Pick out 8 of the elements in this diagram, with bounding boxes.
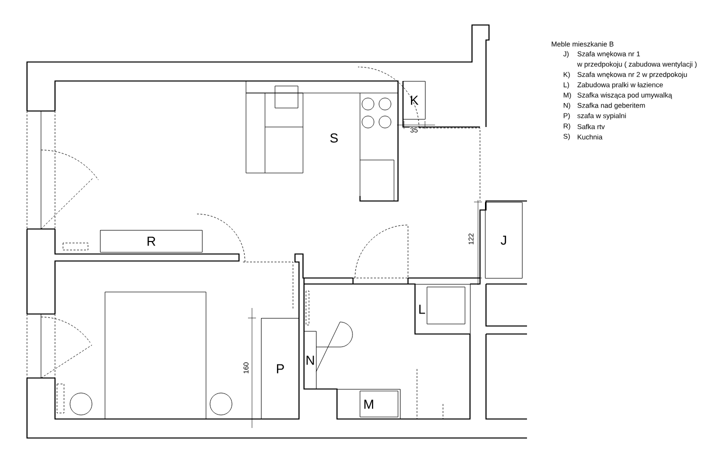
cabinet-box: R: [100, 230, 202, 252]
cabinet-box: P: [261, 318, 300, 420]
cabinet-box: J: [485, 202, 522, 278]
room-letter: S: [330, 133, 338, 143]
cabinet-box: K: [403, 81, 426, 120]
cabinet-box: L: [415, 284, 470, 334]
cabinet-box: N: [304, 331, 316, 390]
cabinet-box: M: [337, 389, 400, 420]
